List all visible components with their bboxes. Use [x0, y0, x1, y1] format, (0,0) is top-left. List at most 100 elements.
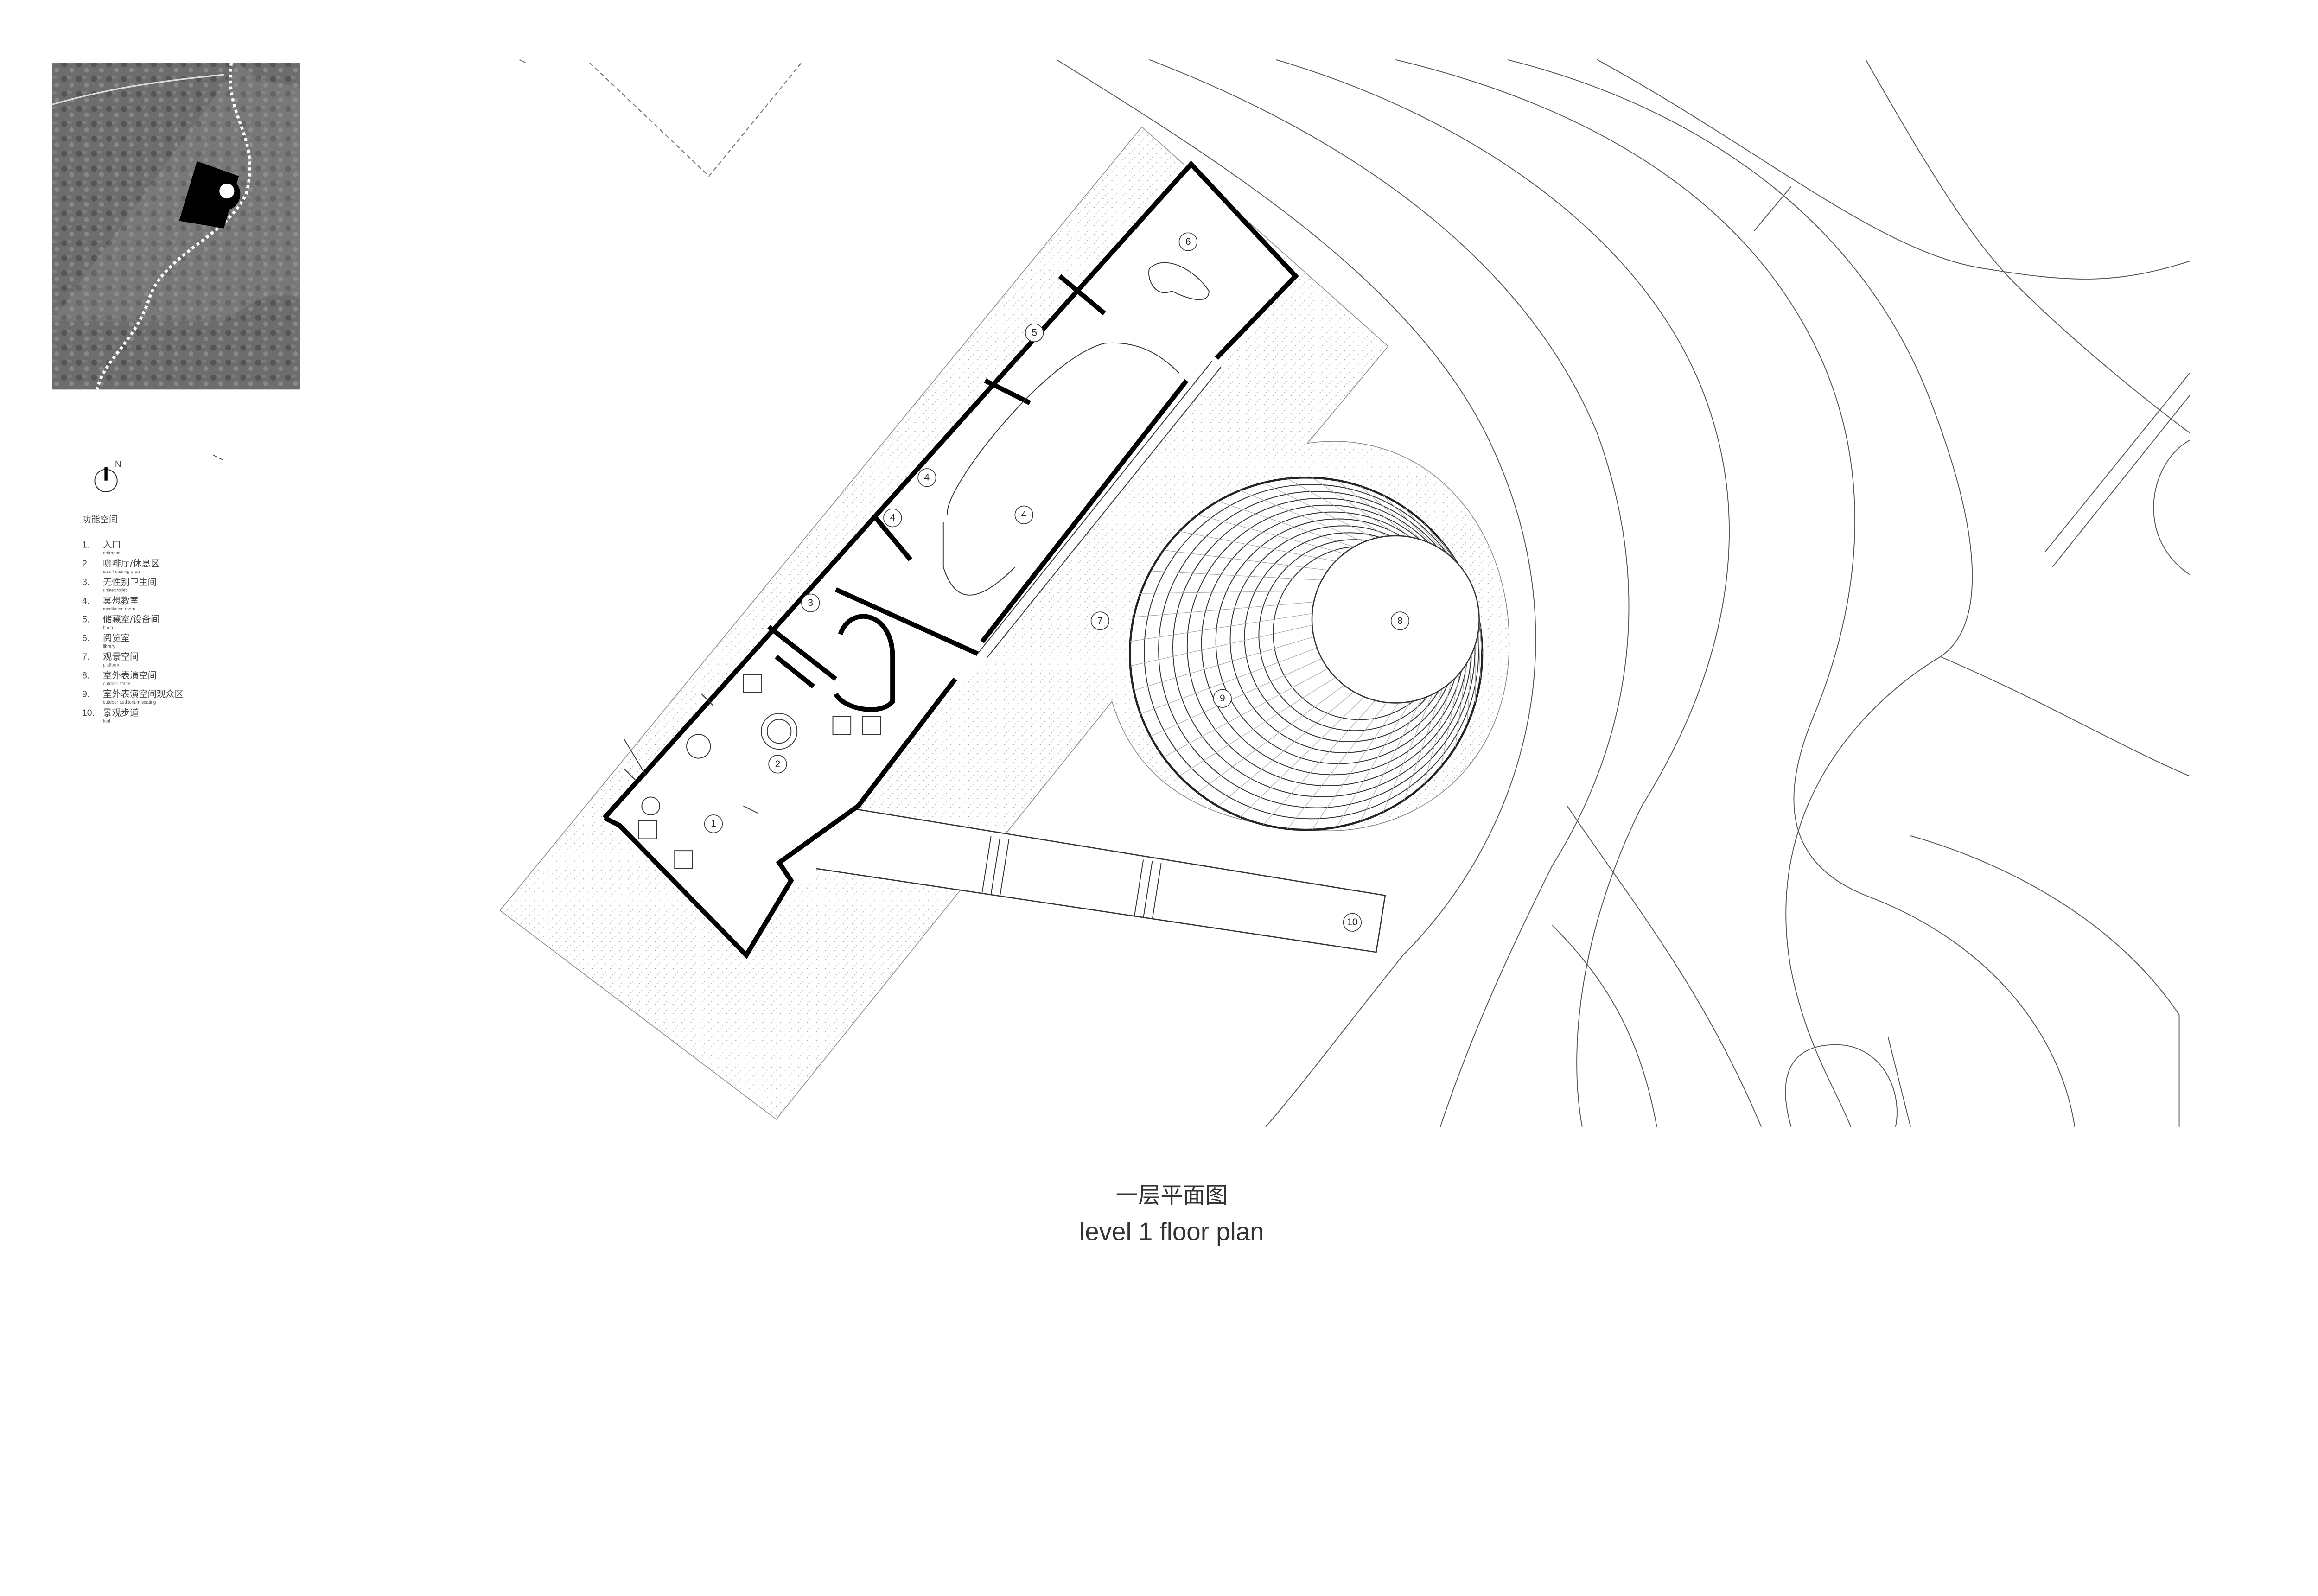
- north-label: N: [115, 460, 121, 470]
- seating-radial-line: [1478, 619, 1483, 654]
- seating-radial-line: [1217, 691, 1354, 807]
- seating-radial-line: [1240, 490, 1365, 542]
- outdoor-auditorium: [1128, 477, 1484, 831]
- room-tag-label: 1: [711, 819, 716, 829]
- legend-item-zh: 咖啡厅/休息区: [103, 558, 159, 569]
- seating-radial-line: [1383, 495, 1433, 545]
- north-arrow-icon: N: [94, 460, 121, 492]
- legend-item-en: trail: [103, 719, 110, 724]
- room-tag-4: 4: [917, 468, 936, 487]
- seating-radial-line: [1179, 531, 1336, 562]
- room-tag-label: 4: [1021, 509, 1027, 520]
- legend-item-number: 8.: [82, 671, 89, 680]
- seating-radial-line: [1312, 702, 1399, 830]
- room-tags: 1 2 3 4 4 4 5 6 7 8 9 10: [704, 232, 1410, 932]
- seating-radial-line: [1130, 625, 1312, 667]
- room-tag-2: 2: [768, 755, 787, 774]
- room-tag-1: 1: [704, 814, 723, 833]
- legend-item-number: 5.: [82, 615, 89, 625]
- seating-radial-line: [1240, 696, 1365, 817]
- room-tag-9: 9: [1213, 689, 1232, 708]
- legend-item-en: cafe / seating area: [103, 569, 140, 574]
- legend-item-zh: 冥想教室: [103, 595, 139, 606]
- legend-item-en: platform: [103, 663, 119, 668]
- legend-item-number: 4.: [82, 596, 89, 606]
- seating-ring: [1158, 491, 1476, 808]
- seating-radial-line: [1179, 677, 1336, 776]
- legend-item-zh: 观景空间: [103, 651, 139, 662]
- legend-item-en: entrance: [103, 551, 121, 556]
- site-boundary-line: [589, 62, 802, 177]
- seating-radial-line: [1140, 648, 1318, 714]
- plan-title-zh: 一层平面图: [1116, 1183, 1228, 1208]
- seating-radial-line: [1475, 642, 1477, 702]
- seating-radial-line: [1150, 571, 1322, 581]
- seating-radial-line: [1404, 507, 1443, 551]
- room-tag-8: 8: [1390, 611, 1410, 630]
- seating-radial-line: [1455, 663, 1467, 747]
- legend-item-en: library: [103, 644, 115, 649]
- room-tag-6: 6: [1178, 232, 1197, 251]
- seating-radial-line: [1263, 700, 1376, 825]
- legend-item-number: 2.: [82, 559, 89, 569]
- legend-item-number: 6.: [82, 634, 89, 643]
- seating-radial-line: [1197, 685, 1344, 793]
- legend-item-zh: 储藏室/设备间: [103, 614, 159, 625]
- room-tag-3: 3: [801, 593, 820, 612]
- seating-radial-line: [1478, 631, 1481, 679]
- seating-radial-line: [1163, 668, 1328, 758]
- legend-item-number: 10.: [82, 708, 95, 718]
- legend-item-number: 1.: [82, 540, 89, 550]
- legend-item-number: 3.: [82, 578, 89, 587]
- legend-item-en: meditation room: [103, 607, 135, 612]
- seating-radial-line: [1423, 522, 1452, 558]
- seating-radial-line: [1336, 701, 1411, 827]
- seating-ring: [1144, 484, 1479, 820]
- seating-radial-line: [1287, 702, 1387, 829]
- seating-radial-line: [1140, 590, 1317, 594]
- seating-radial-line: [1360, 699, 1422, 821]
- room-tag-label: 7: [1097, 616, 1103, 626]
- legend-item-en: outdoor stage: [103, 681, 130, 687]
- room-tag-10: 10: [1343, 913, 1362, 932]
- legend-item-zh: 室外表演空间观众区: [103, 689, 184, 699]
- room-tag-label: 4: [890, 513, 895, 523]
- topographic-contours: [1056, 59, 2190, 1127]
- room-tag-label: 5: [1032, 327, 1037, 338]
- seating-radial-line: [1130, 613, 1312, 642]
- site-aerial-map: [52, 62, 300, 390]
- legend-item-zh: 无性别卫生间: [103, 577, 157, 587]
- legend-item-en: b.o.h: [103, 625, 113, 630]
- seating-radial-line: [1150, 658, 1322, 737]
- room-tag-4: 4: [1014, 505, 1033, 524]
- legend-item-number: 9.: [82, 690, 89, 699]
- seating-radial-line: [1423, 681, 1452, 785]
- room-tag-5: 5: [1025, 323, 1044, 343]
- room-tag-label: 6: [1185, 236, 1191, 247]
- seating-radial-line: [1217, 501, 1354, 547]
- room-tag-label: 10: [1347, 917, 1357, 928]
- seating-radial-line: [1312, 477, 1399, 536]
- room-tag-4: 4: [883, 509, 902, 528]
- seating-radial-line: [1383, 694, 1433, 812]
- legend-item-zh: 阅览室: [103, 633, 130, 643]
- seating-radial-line: [1336, 480, 1411, 538]
- seating-radial-line: [1360, 486, 1422, 540]
- room-tag-label: 9: [1220, 693, 1225, 704]
- seating-radial-line: [1440, 673, 1460, 767]
- legend-item-number: 7.: [82, 652, 89, 662]
- seating-radial-line: [1163, 550, 1328, 571]
- room-tag-7: 7: [1090, 611, 1109, 630]
- seating-radial-line: [1197, 515, 1344, 554]
- legend-item-zh: 景观步道: [103, 707, 139, 718]
